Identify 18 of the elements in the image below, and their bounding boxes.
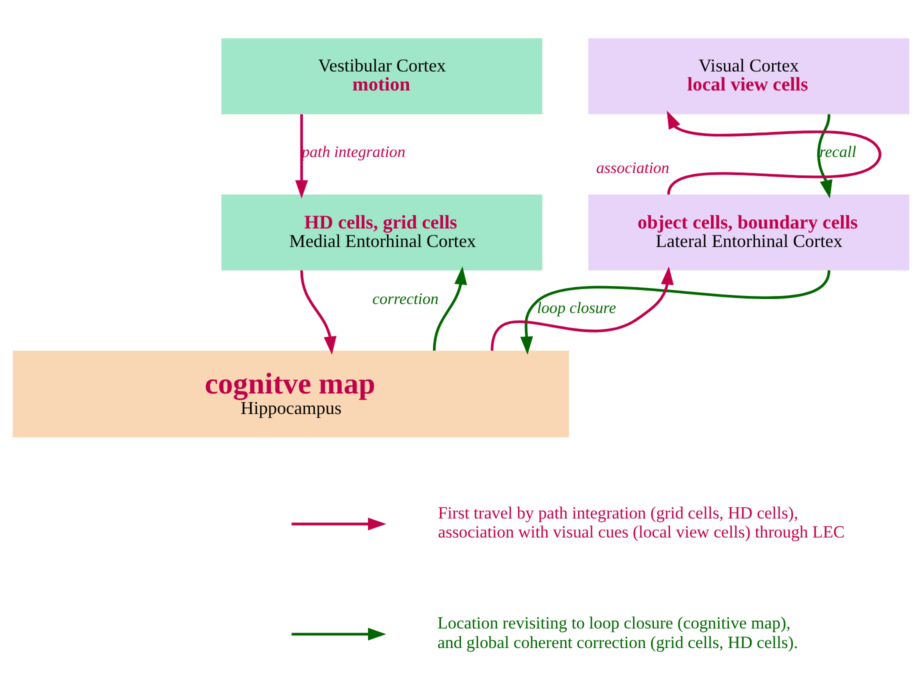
legend-label: Location revisiting to loop closure (cognitive map), and global coherent correction (grid cells, HD cells).: [437, 613, 798, 652]
arrow: [520, 269, 830, 354]
node-box: object cells, boundary cells Lateral Entorhinal Cortex: [588, 194, 910, 270]
edge-label: recall: [819, 144, 856, 161]
arrow: [432, 266, 468, 350]
node-box: Visual Cortex local view cells: [588, 38, 910, 114]
edge-label: loop closure: [536, 300, 616, 317]
node-box: HD cells, grid cells Medial Entorhinal Cortex: [221, 194, 542, 270]
edge-label: association: [596, 159, 670, 176]
legend-label: First travel by path integration (grid cells, HD cells), association with visual cues (local view cells) through LEC: [438, 502, 845, 542]
arrow: [666, 110, 882, 194]
arrow: [490, 266, 674, 350]
arrow: [817, 114, 832, 198]
node-box: cognitve map Hippocampus: [12, 350, 570, 437]
node-box: Vestibular Cortex motion: [221, 38, 542, 114]
arrow: [300, 270, 336, 354]
arrow: [295, 114, 308, 198]
edge-label: correction: [372, 290, 439, 308]
